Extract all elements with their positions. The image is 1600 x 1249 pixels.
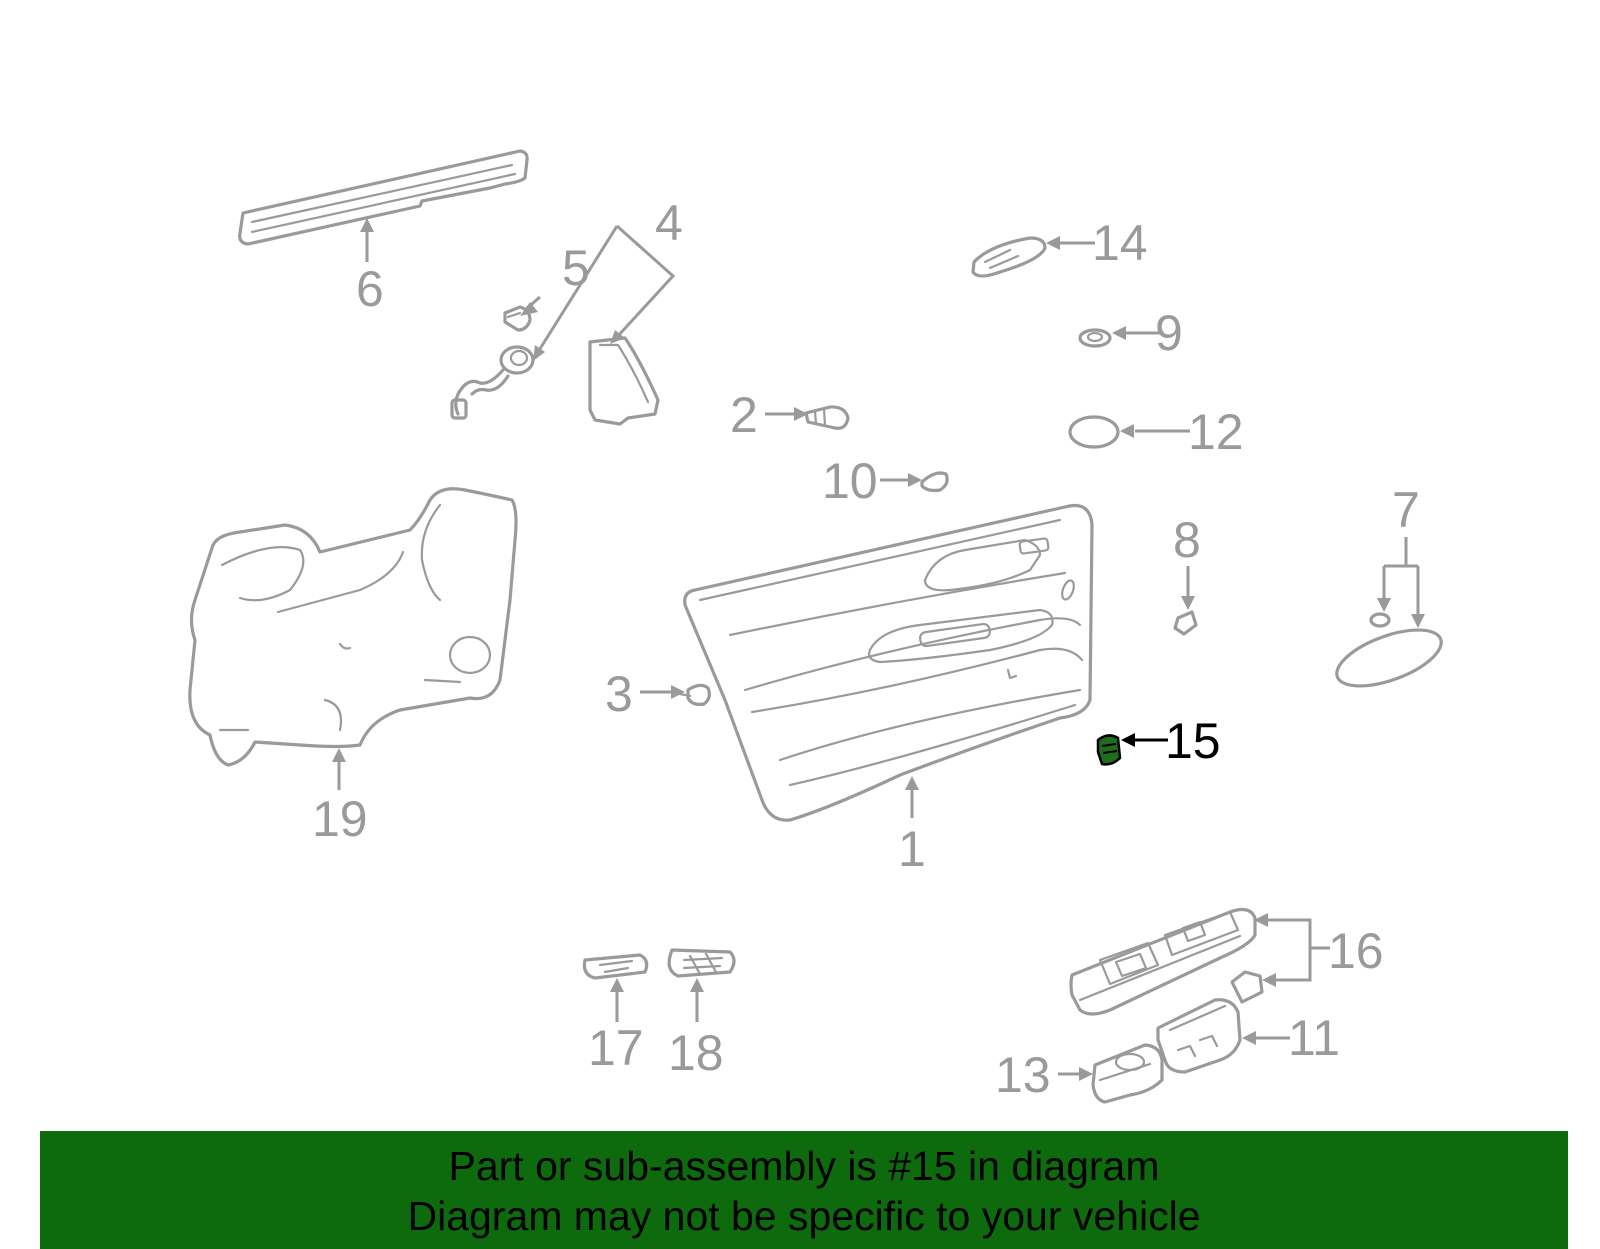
- callout-8: 8: [1173, 512, 1201, 568]
- arrow-7b: [1411, 614, 1425, 628]
- part-15-highlighted-part: [1096, 734, 1122, 766]
- part-3-clip: [678, 683, 711, 706]
- arrow-15: [1121, 733, 1135, 747]
- leader-7: [1382, 537, 1420, 616]
- callout-12: 12: [1188, 404, 1244, 460]
- arrow-8: [1181, 596, 1195, 610]
- callout-5: 5: [562, 240, 590, 296]
- callout-14: 14: [1092, 215, 1148, 271]
- arrow-2: [794, 407, 808, 421]
- banner-line-1: Part or sub-assembly is #15 in diagram: [448, 1143, 1160, 1189]
- arrow-11: [1242, 1031, 1256, 1045]
- callout-3: 3: [605, 666, 633, 722]
- part-1-door-trim-panel: [683, 503, 1094, 822]
- part-9-grommet: [1078, 328, 1112, 348]
- arrow-6: [360, 218, 374, 232]
- callout-1: 1: [898, 821, 926, 877]
- arrow-10: [908, 473, 922, 487]
- arrow-4a: [533, 345, 545, 361]
- leader-4: [524, 224, 676, 353]
- part-6-belt-molding: [238, 149, 529, 246]
- arrow-4b: [610, 330, 625, 344]
- callout-9: 9: [1155, 305, 1183, 361]
- part-10-clip: [920, 471, 949, 493]
- part-7-speaker-grille: [1335, 612, 1443, 688]
- callout-15: 15: [1165, 713, 1221, 769]
- part-19-water-deflector: [188, 487, 518, 767]
- callout-16: 16: [1328, 923, 1384, 979]
- part-5-screw: [503, 305, 532, 332]
- arrow-1: [905, 776, 919, 790]
- part-17-handle-cover: [582, 953, 649, 980]
- callout-17: 17: [588, 1020, 644, 1076]
- arrow-5: [520, 302, 538, 316]
- leader-16: [1268, 918, 1330, 982]
- arrow-17: [610, 978, 624, 992]
- callout-6: 6: [356, 261, 384, 317]
- part-13-mirror-switch: [1091, 1043, 1164, 1104]
- arrow-12: [1120, 424, 1134, 438]
- callout-13: 13: [995, 1047, 1051, 1103]
- arrow-13: [1079, 1067, 1093, 1081]
- part-18-handle-cover: [667, 948, 736, 978]
- callout-19: 19: [312, 791, 368, 847]
- callout-7: 7: [1392, 482, 1420, 538]
- part-16-switch-panel: [1069, 907, 1264, 1016]
- part-12-seal: [1068, 415, 1120, 449]
- arrow-18: [690, 978, 704, 992]
- arrow-9: [1112, 326, 1126, 340]
- callout-10: 10: [822, 453, 878, 509]
- arrow-14: [1046, 236, 1060, 250]
- part-4-corner-bracket: [588, 336, 660, 426]
- banner-line-2: Diagram may not be specific to your vehi…: [407, 1193, 1201, 1239]
- arrow-7a: [1377, 598, 1391, 612]
- part-14-switch-bezel: [971, 236, 1047, 278]
- part-2-bolt: [804, 405, 850, 430]
- callout-18: 18: [668, 1025, 724, 1081]
- callout-11: 11: [1288, 1010, 1340, 1066]
- part-11-window-switch: [1156, 998, 1242, 1074]
- arrow-16a: [1254, 913, 1268, 927]
- info-banner: Part or sub-assembly is #15 in diagram D…: [40, 1131, 1568, 1249]
- arrow-19: [332, 748, 346, 762]
- callout-2: 2: [730, 387, 758, 443]
- part-4-speaker-wiring: [450, 345, 535, 420]
- arrow-3: [671, 685, 685, 699]
- part-8-clip: [1173, 610, 1198, 636]
- callout-4: 4: [655, 195, 683, 251]
- arrow-16b: [1262, 973, 1276, 987]
